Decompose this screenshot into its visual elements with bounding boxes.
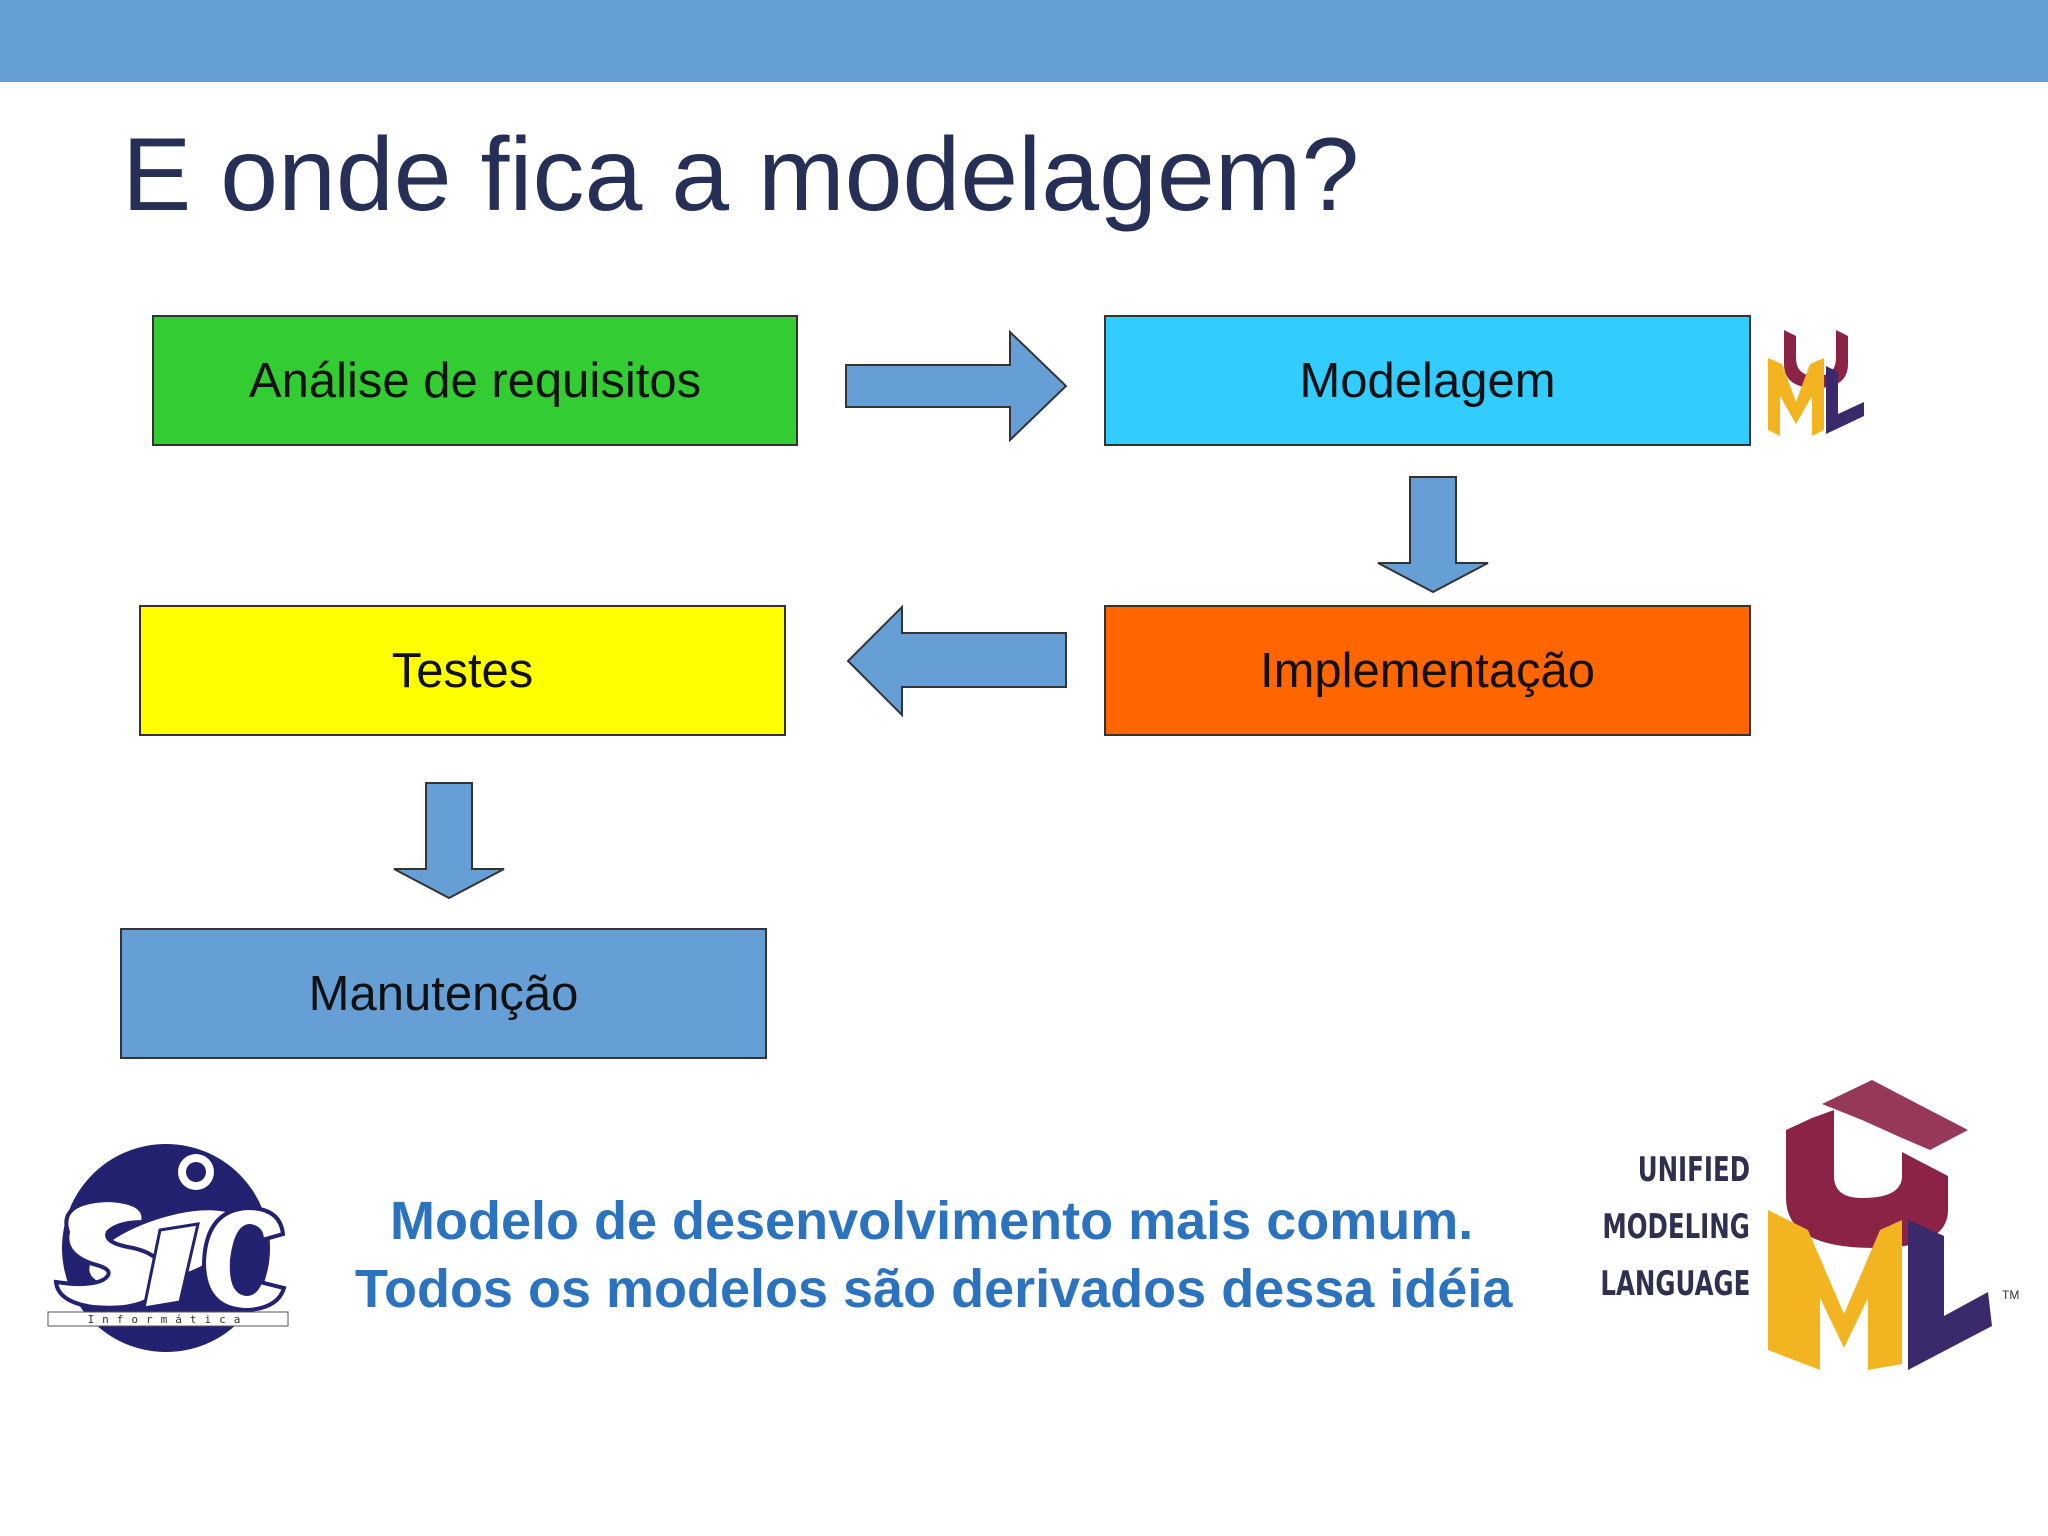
uml-tm-mark: TM	[2002, 1288, 2020, 1302]
box-label: Implementação	[1259, 643, 1595, 698]
box-label: Testes	[391, 643, 534, 698]
box-modelagem: Modelagem	[1104, 315, 1751, 446]
uml-word-modeling: MODELING	[1602, 1207, 1750, 1247]
uml-word-language: LANGUAGE	[1599, 1264, 1750, 1304]
box-testes: Testes	[139, 605, 786, 736]
footer-line-1: Modelo de desenvolvimento mais comum.	[390, 1191, 1474, 1251]
uml-logo-small	[1768, 330, 1864, 436]
box-label: Modelagem	[1299, 353, 1556, 408]
top-accent-bar	[0, 0, 2048, 82]
sic-informatica-logo: Informática	[47, 1144, 289, 1352]
box-label: Análise de requisitos	[248, 353, 702, 408]
footer-line-2: Todos os modelos são derivados dessa idé…	[355, 1259, 1513, 1319]
box-manutencao: Manutenção	[120, 928, 767, 1059]
box-label: Manutenção	[308, 966, 579, 1021]
uml-word-unified: UNIFIED	[1637, 1150, 1750, 1190]
uml-logo-large	[1768, 1080, 1992, 1370]
arrow-right-analise-to-modelagem	[845, 329, 1068, 443]
arrow-down-modelagem-to-implementacao	[1377, 476, 1489, 594]
arrow-left-implementacao-to-testes	[846, 604, 1067, 718]
box-analise-de-requisitos: Análise de requisitos	[152, 315, 798, 446]
arrow-down-testes-to-manutencao	[393, 782, 505, 900]
sic-subtext: Informática	[88, 1313, 249, 1326]
slide-title: E onde fica a modelagem?	[122, 117, 1360, 233]
box-implementacao: Implementação	[1104, 605, 1751, 736]
